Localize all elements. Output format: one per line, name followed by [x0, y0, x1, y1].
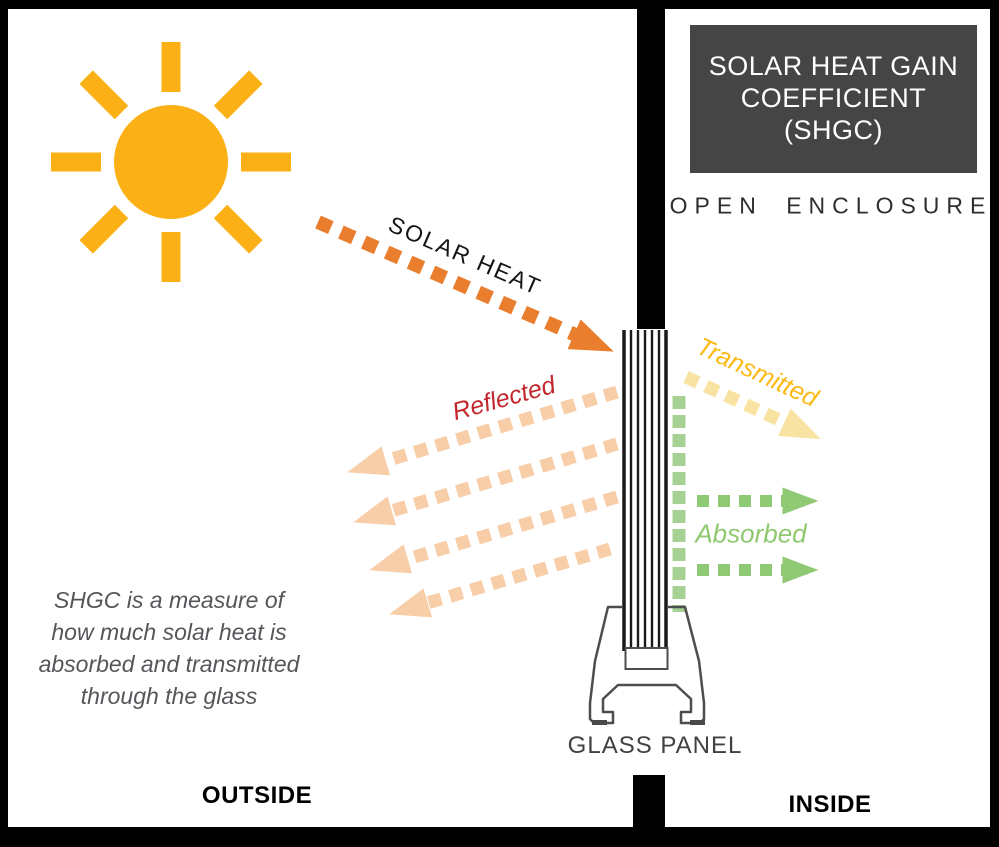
outside-zone-label: OUTSIDE	[201, 782, 313, 809]
page-title: SOLAR HEAT GAIN COEFFICIENT (SHGC)	[708, 51, 959, 145]
title-box: SOLAR HEAT GAIN COEFFICIENT (SHGC)	[690, 25, 977, 173]
brand-wordmark: OPEN ENCLOSURE	[669, 192, 993, 219]
shgc-description: SHGC is a measure of how much solar heat…	[38, 587, 300, 709]
inside-zone-label: INSIDE	[788, 791, 872, 818]
absorbed-label: Absorbed	[695, 518, 807, 549]
wall-top-bar	[637, 9, 665, 329]
wall-bottom-bar	[633, 775, 665, 827]
glass-panel-label: GLASS PANEL	[567, 732, 743, 759]
